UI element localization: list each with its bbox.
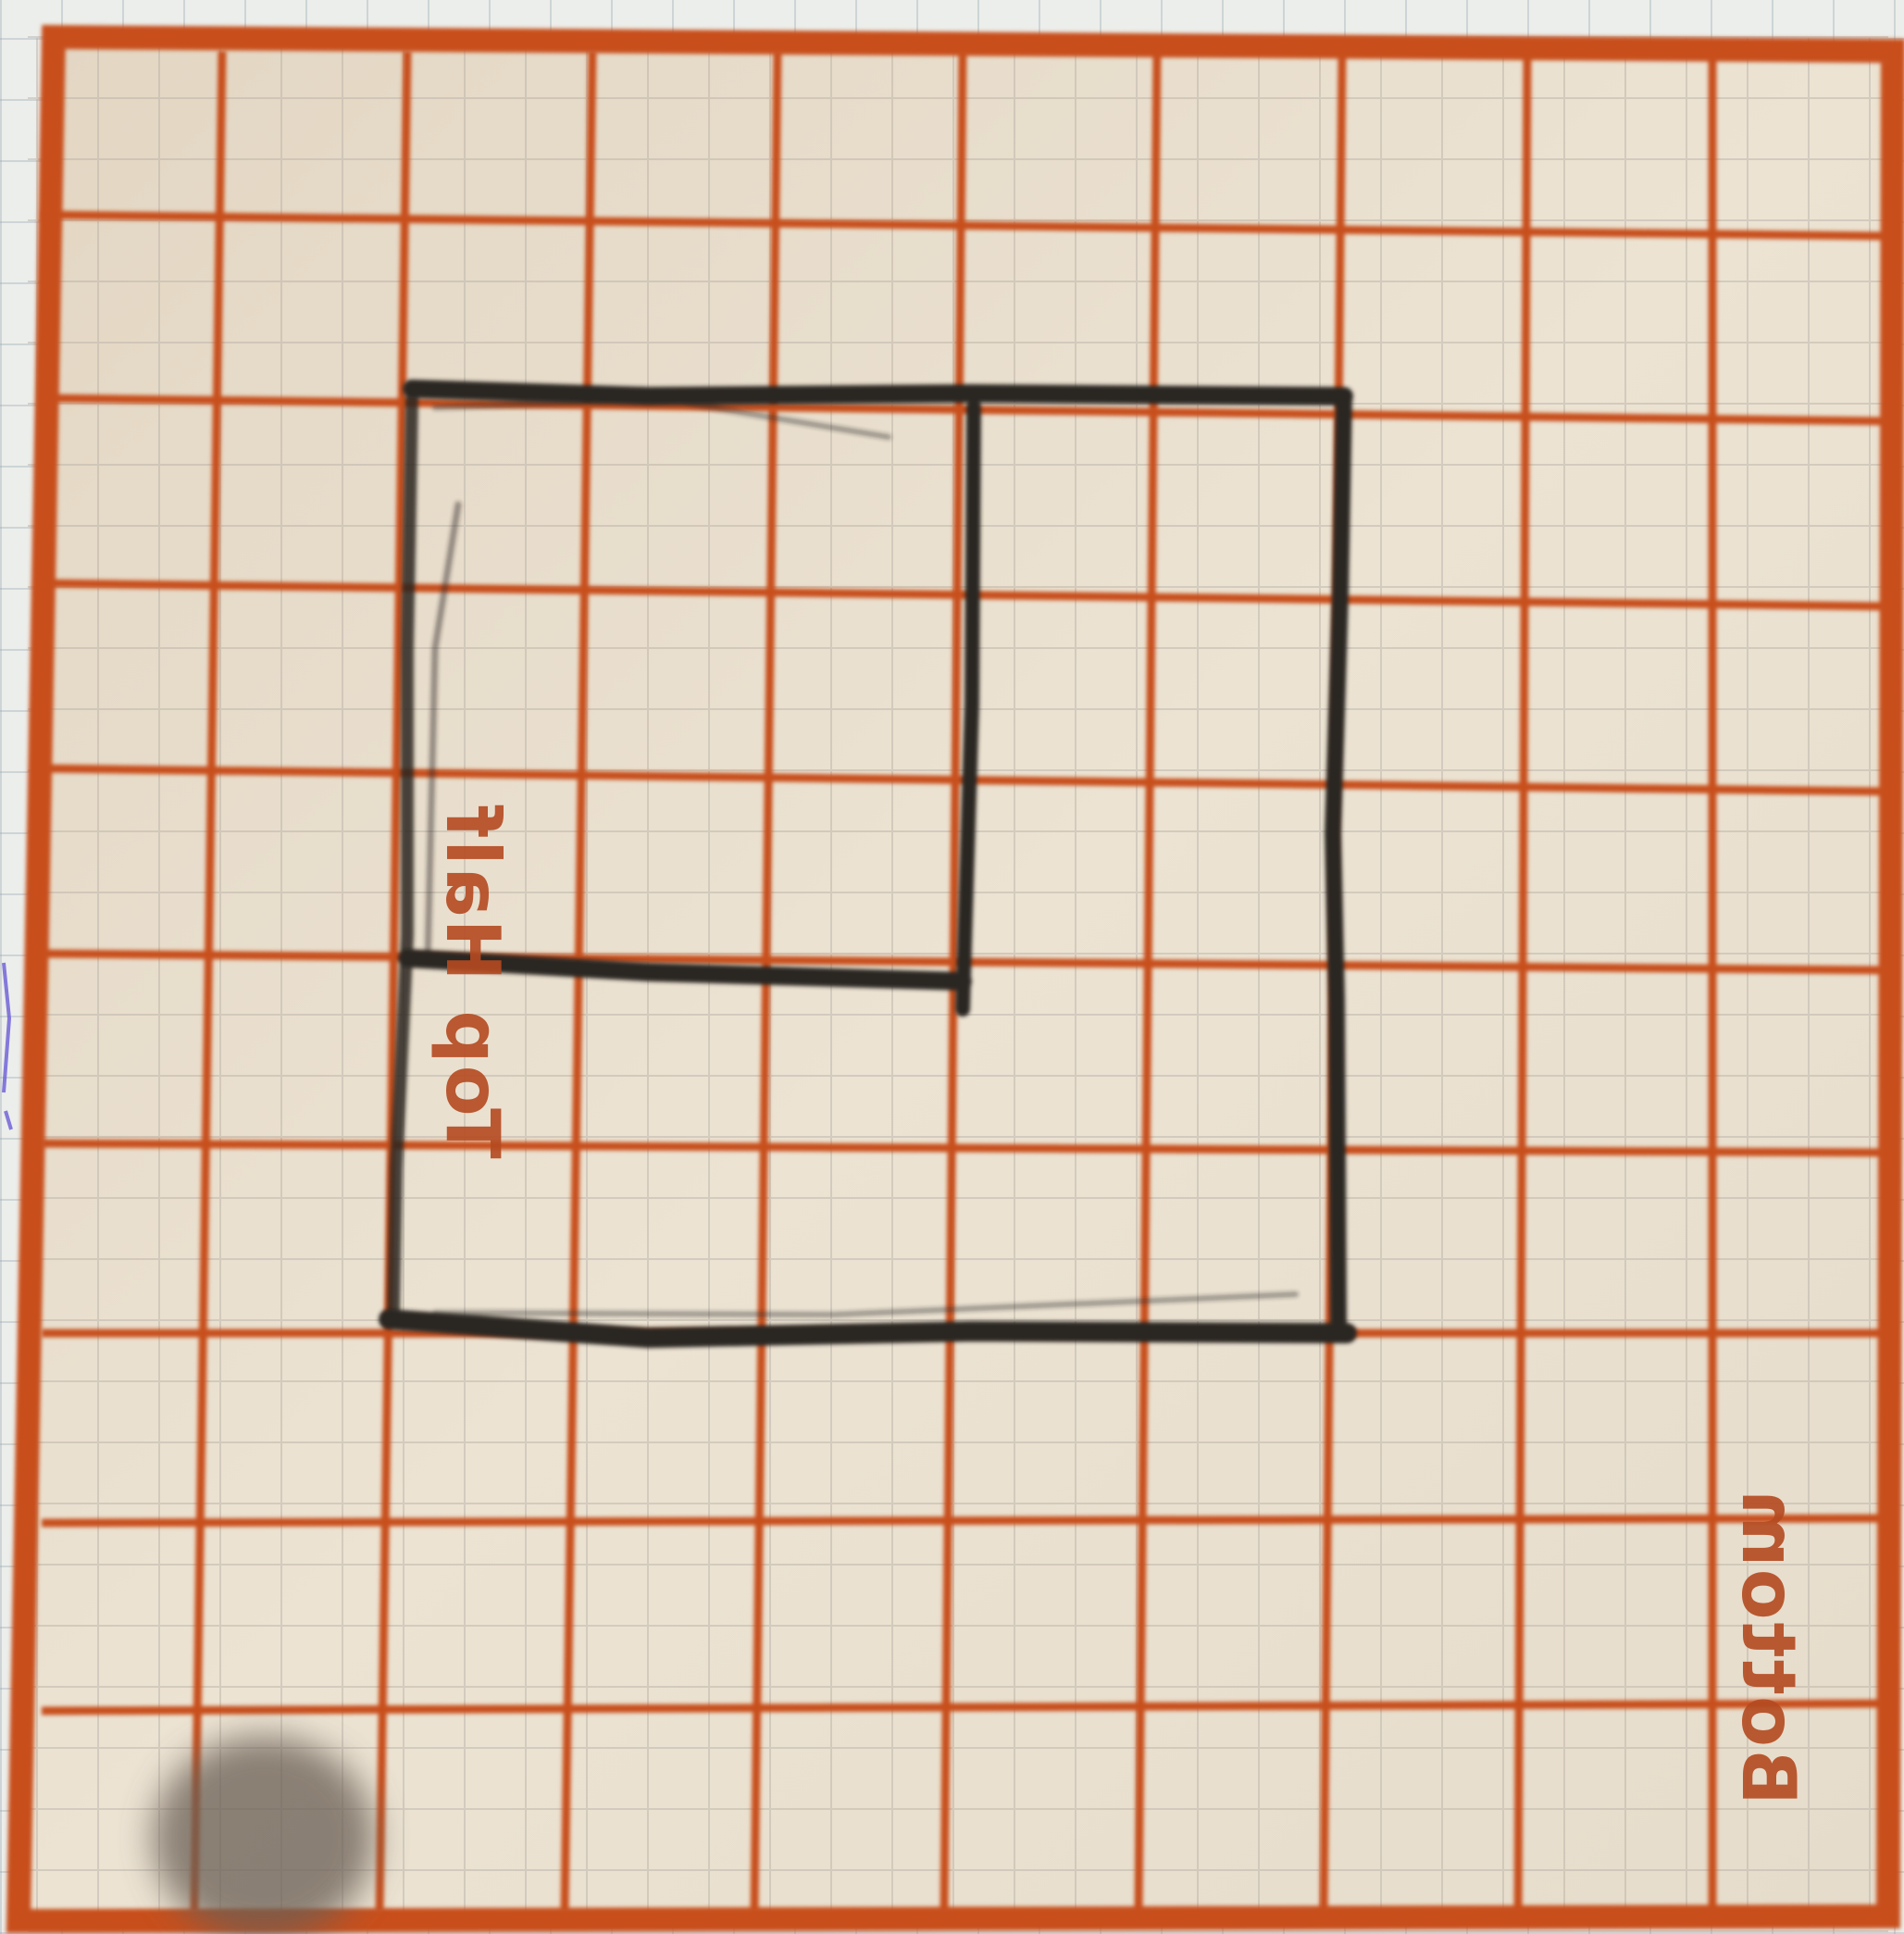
ink-top-edge [412, 389, 1344, 396]
finger-shadow [153, 1736, 375, 1934]
grid-line-horizontal [42, 1518, 1888, 1523]
label-top-half: Top Half [430, 741, 514, 1222]
blue-pen-mark [4, 963, 11, 1129]
label-bottom: Bottom [1726, 1491, 1810, 1805]
